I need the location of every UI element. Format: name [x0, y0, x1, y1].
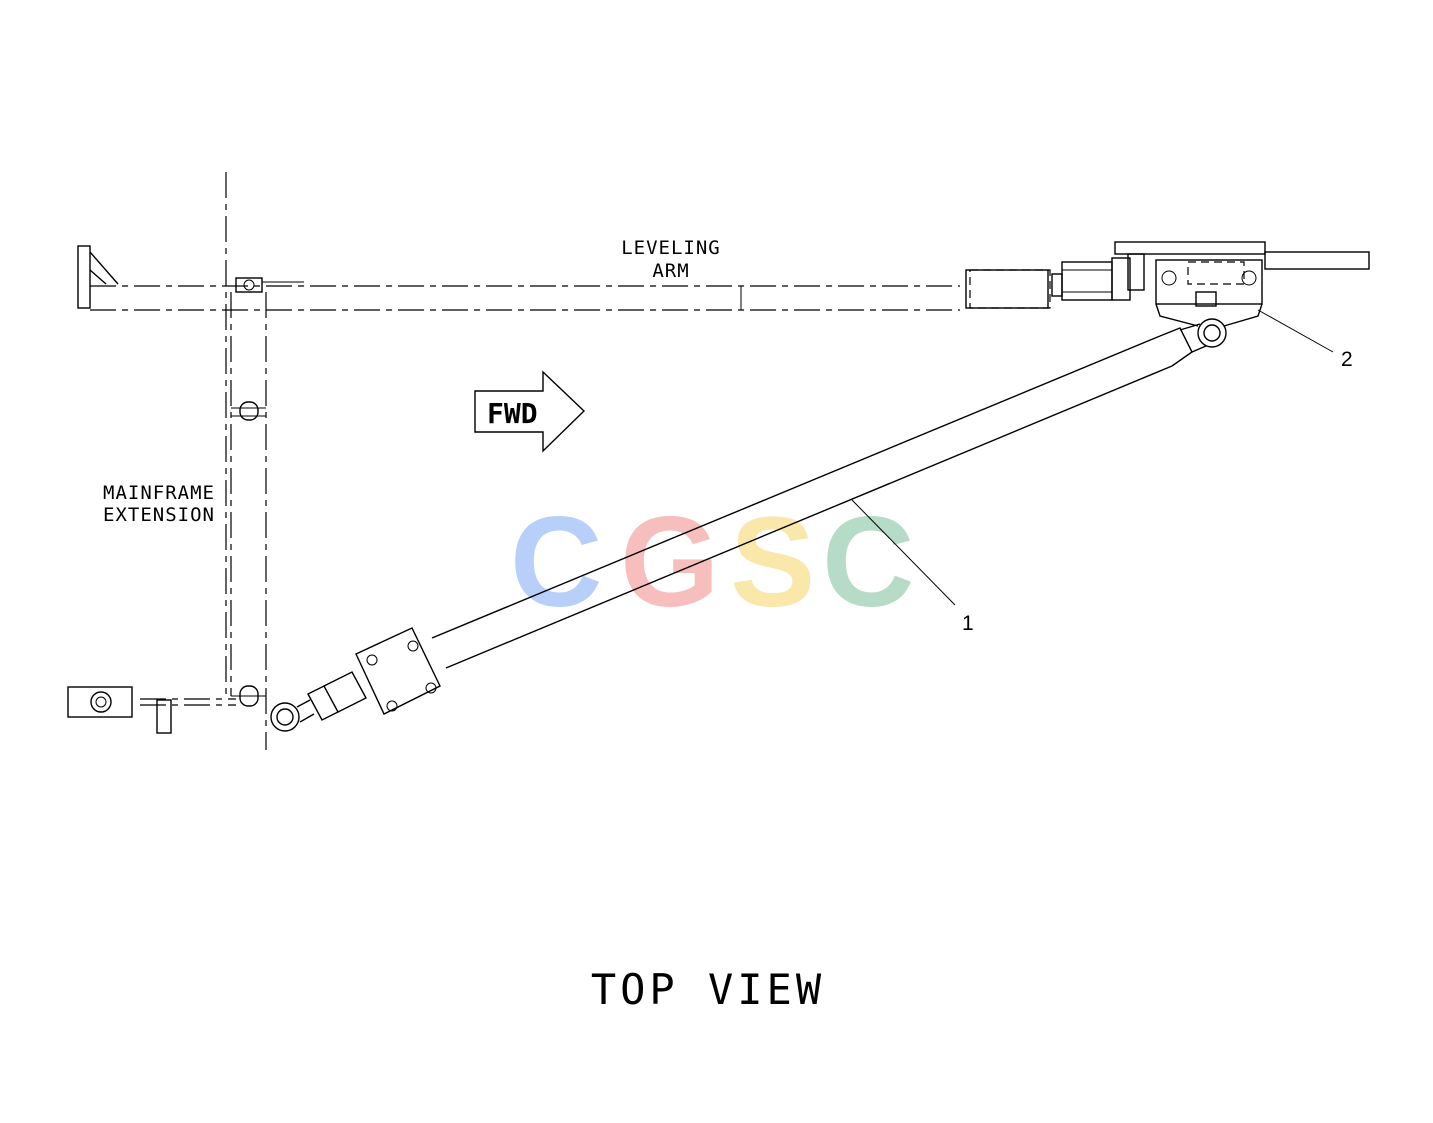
mainframe-extension [67, 292, 267, 750]
mainframe-extension-label-line1: MAINFRAME [103, 482, 215, 504]
leader-line-2 [1257, 309, 1334, 353]
leader-line-1 [851, 499, 956, 606]
leveling-arm-label-line1: LEVELING [621, 237, 721, 259]
watermark-letter-s: S [730, 491, 815, 634]
hydraulic-cylinder [270, 318, 1227, 732]
mainframe-extension-label-line2: EXTENSION [103, 504, 215, 526]
leveling-arm [77, 245, 1131, 311]
callout-1: 1 [962, 612, 974, 635]
fwd-arrow-icon [474, 370, 586, 453]
leveling-arm-label-line2: ARM [652, 260, 689, 282]
callout-2: 2 [1341, 348, 1353, 371]
watermark: C G S C [510, 491, 914, 634]
watermark-letter-c2: C [822, 491, 914, 634]
mount-bracket [1114, 241, 1370, 327]
watermark-letter-c1: C [510, 491, 602, 634]
view-title: TOP VIEW [591, 965, 825, 1014]
watermark-letter-g: G [620, 491, 720, 634]
fwd-label: FWD [487, 397, 538, 430]
